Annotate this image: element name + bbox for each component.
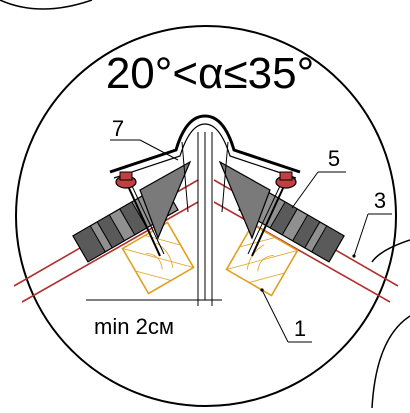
callout-5-label: 5: [328, 146, 340, 171]
adjacent-circle-arc-bottom-right: [371, 315, 410, 409]
callout-5: 5: [291, 146, 346, 209]
ridge-cap: [109, 114, 301, 174]
gap-dimension: min 2см: [86, 294, 222, 339]
screw-right: [247, 171, 297, 257]
ridge-gap-lines: [197, 132, 213, 300]
callout-7: 7: [110, 116, 179, 161]
ridge-wedge-right: [218, 160, 271, 240]
callout-1: 1: [260, 288, 312, 343]
callout-1-label: 1: [294, 316, 306, 341]
ridge-wedge-left: [139, 160, 192, 240]
ridge-cap-fold-left: [181, 141, 189, 213]
adjacent-circle-arc-right: [371, 239, 410, 263]
ridge-cap-inner: [113, 123, 297, 179]
angle-condition-label: 20°<α≤35°: [106, 49, 314, 98]
callout-3-label: 3: [374, 188, 386, 213]
ridge-cap-fold-right: [221, 141, 229, 213]
callout-3: 3: [352, 188, 392, 258]
gap-dimension-label: min 2см: [94, 314, 174, 339]
adjacent-circle-arc-top-left: [0, 0, 93, 10]
detail-circle: [15, 25, 397, 407]
screw-left: [115, 171, 165, 257]
callout-7-label: 7: [112, 116, 124, 141]
